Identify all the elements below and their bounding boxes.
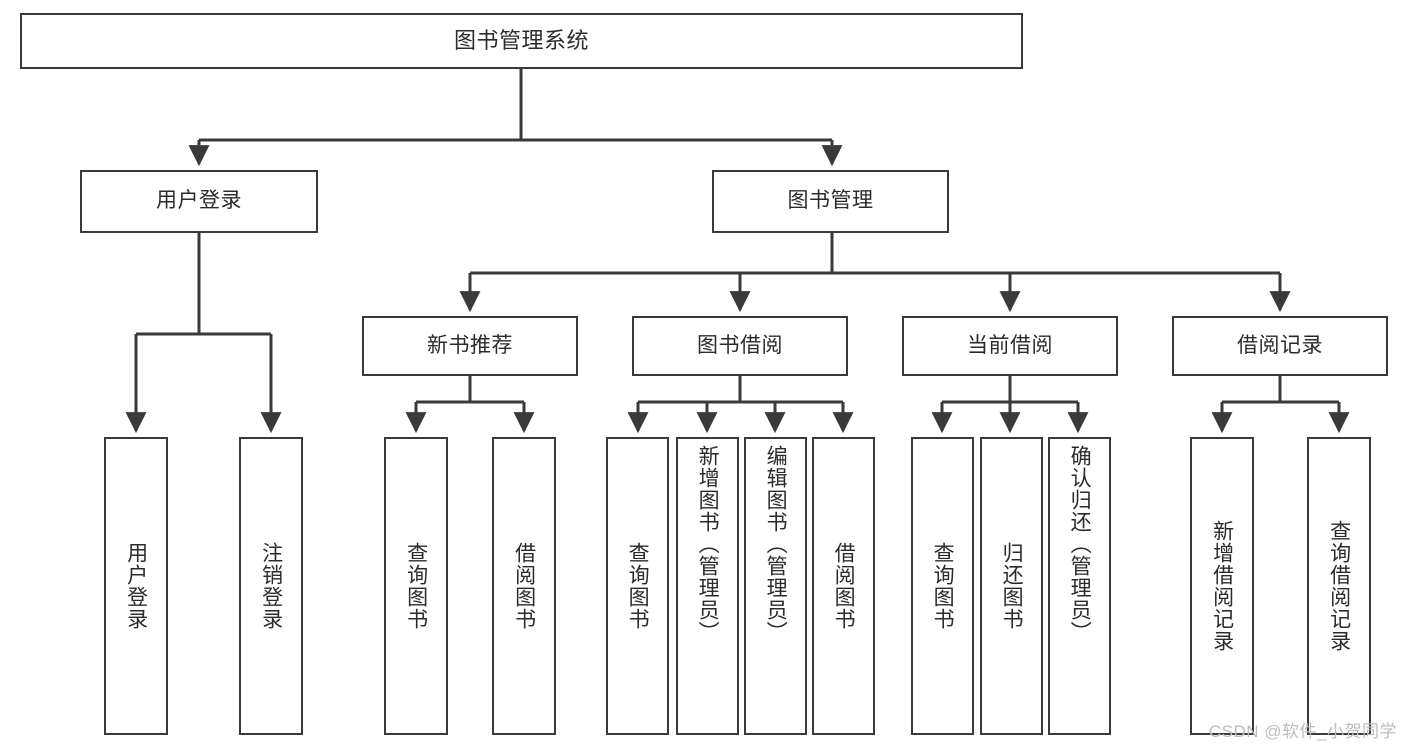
leaf-record-add-borrow-record[interactable]: 新增借阅记录 [1190, 437, 1254, 735]
node-label: 借阅图书 [832, 542, 856, 630]
node-label: 查询借阅记录 [1327, 520, 1351, 652]
node-book-management[interactable]: 图书管理 [712, 170, 949, 233]
node-label: 借阅记录 [1237, 333, 1323, 357]
node-label: 确认归还（管理员） [1068, 445, 1092, 643]
watermark-text: CSDN @软件_小贺同学 [1208, 722, 1397, 741]
node-label: 用户登录 [156, 189, 242, 213]
node-label: 新增图书（管理员） [696, 445, 720, 643]
node-label: 新增借阅记录 [1210, 520, 1234, 652]
node-borrow-record[interactable]: 借阅记录 [1172, 316, 1388, 376]
node-label: 编辑图书（管理员） [764, 445, 788, 643]
node-label: 用户登录 [124, 542, 148, 630]
node-label: 当前借阅 [967, 333, 1053, 357]
node-label: 注销登录 [259, 542, 283, 630]
leaf-recommend-borrow-book[interactable]: 借阅图书 [492, 437, 556, 735]
leaf-borrow-query-book[interactable]: 查询图书 [606, 437, 669, 735]
node-label: 新书推荐 [427, 333, 513, 357]
leaf-borrow-add-book-admin[interactable]: 新增图书（管理员） [676, 437, 739, 735]
node-label: 归还图书 [1000, 542, 1024, 630]
leaf-user-login-logout[interactable]: 注销登录 [239, 437, 303, 735]
leaf-current-return-book[interactable]: 归还图书 [980, 437, 1043, 735]
leaf-borrow-edit-book-admin[interactable]: 编辑图书（管理员） [744, 437, 807, 735]
node-user-login[interactable]: 用户登录 [80, 170, 318, 233]
node-label: 查询图书 [931, 542, 955, 630]
node-label: 图书管理系统 [453, 28, 589, 54]
node-label: 图书管理 [787, 189, 874, 213]
node-label: 借阅图书 [512, 542, 536, 630]
node-label: 图书借阅 [697, 333, 783, 357]
node-label: 查询图书 [404, 542, 428, 630]
node-current-borrow[interactable]: 当前借阅 [902, 316, 1118, 376]
leaf-borrow-borrow-book[interactable]: 借阅图书 [812, 437, 875, 735]
leaf-recommend-query-book[interactable]: 查询图书 [384, 437, 448, 735]
node-root-book-management-system[interactable]: 图书管理系统 [20, 13, 1023, 69]
leaf-user-login-login[interactable]: 用户登录 [104, 437, 168, 735]
node-new-book-recommendation[interactable]: 新书推荐 [362, 316, 578, 376]
node-label: 查询图书 [626, 542, 650, 630]
leaf-current-query-book[interactable]: 查询图书 [911, 437, 974, 735]
leaf-record-query-borrow-record[interactable]: 查询借阅记录 [1307, 437, 1371, 735]
leaf-current-confirm-return-admin[interactable]: 确认归还（管理员） [1048, 437, 1111, 735]
node-book-borrow[interactable]: 图书借阅 [632, 316, 848, 376]
